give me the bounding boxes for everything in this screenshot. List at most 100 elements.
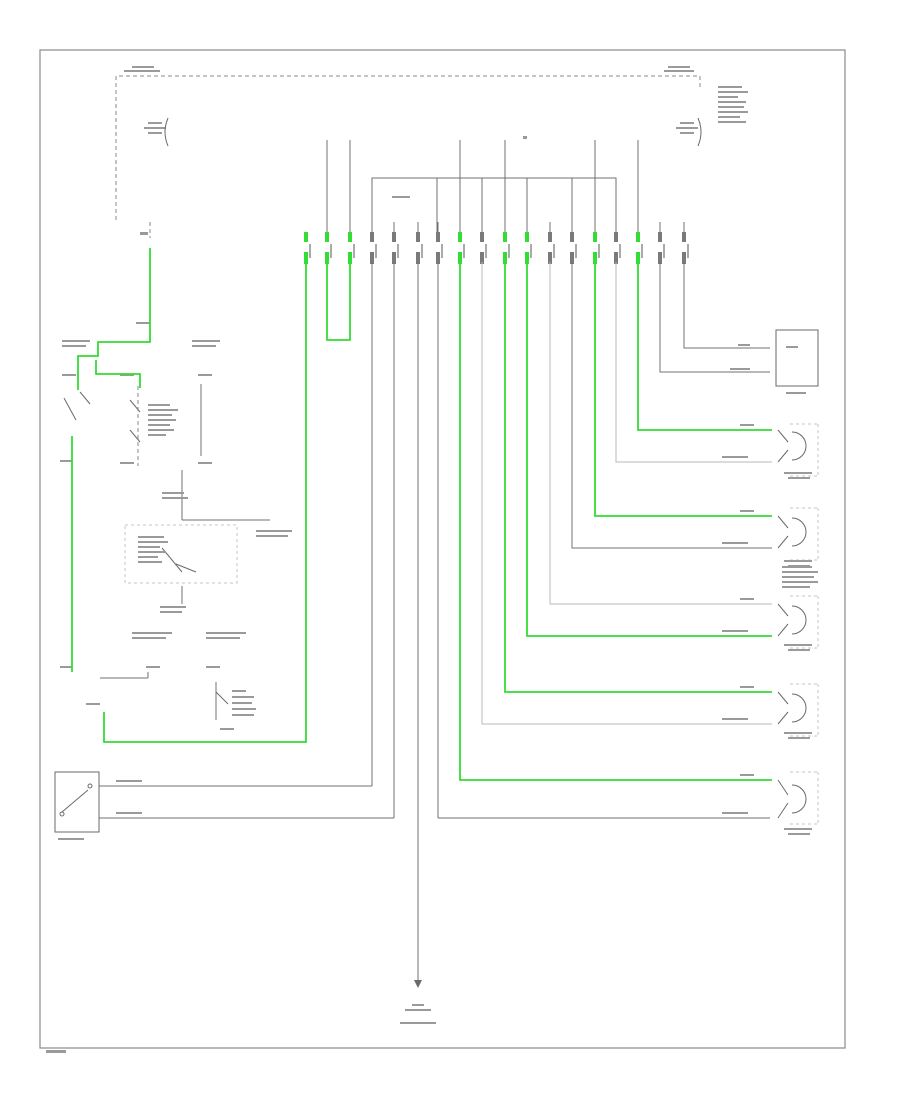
diagram-frame [39,49,846,1049]
lamp-3-note [782,581,818,583]
wire-lamp-2-ground [571,262,772,549]
connector-pin [636,252,640,264]
wire-code [740,774,754,776]
pin-label [641,244,643,258]
pin-label [441,244,443,258]
switch-assembly [60,232,292,730]
connector-pin [416,232,420,242]
connector-pin [304,252,308,264]
pin-label [508,244,510,258]
pin-label [663,244,665,258]
connector-pin [614,252,618,264]
lamp-3-note [782,586,810,588]
connector-pin [503,232,507,242]
lamp-housing [790,423,819,477]
lamp-caption [784,828,812,830]
connector-pin [503,252,507,264]
lamp-caption [788,737,810,739]
pin-label [375,244,377,258]
lamp-filament [777,515,789,549]
connector-pin [416,252,420,264]
lamp-housing [790,771,819,825]
connector-pin [570,252,574,264]
connector-pin [682,252,686,264]
wire-code [730,368,750,370]
connector-pin [348,252,352,264]
pin-label [485,244,487,258]
connector-top-stubs [326,136,639,232]
wire-clock-ground [659,262,770,373]
pin-label [421,244,423,258]
connector-pin [304,232,308,242]
pin-label [463,244,465,258]
lamp-3-note [782,571,818,573]
lamp-bulb-icon [791,517,807,547]
lamp-filament [777,691,789,725]
lamp-housing [790,507,819,561]
lamp-bulb-icon [791,693,807,723]
top-fuse-feed [115,66,748,220]
connector-pin [525,252,529,264]
wire-lamp-1-power [637,262,772,431]
wire-code [740,598,754,600]
ground-bus [371,177,617,232]
connector-pin [636,232,640,242]
lamp-filament [777,603,789,637]
connector-pin [548,252,552,264]
pin-label [530,244,532,258]
connector-pin [325,252,329,264]
connector-pin [548,232,552,242]
lamp-caption [788,649,810,651]
wire-lamp-4-ground [481,262,772,725]
bottom-left-switch [54,262,395,840]
lamp-bulb-icon [791,431,807,461]
connector-pin [348,232,352,242]
lamp-housing [790,595,819,649]
pin-label [330,244,332,258]
wire-lamp-3-power [526,262,772,637]
pin-label [353,244,355,258]
connector-pin [392,232,396,242]
page-mark [46,1050,66,1053]
connector-pin [392,252,396,264]
lamp-bulb-icon [791,784,807,814]
lamp-filament [777,779,789,819]
left-highlight-wires [71,248,351,743]
connector-pin [436,252,440,264]
connector-pin [570,232,574,242]
lamp-3-note [782,566,812,568]
wire-clock-power [683,262,770,349]
lamp-caption [784,560,812,562]
pin-label [553,244,555,258]
lamp-caption [784,644,812,646]
wire-code [722,812,748,814]
connector-pin [593,232,597,242]
wire-lamp-3-ground [549,262,772,605]
connector-pin [325,232,329,242]
lamp-housing [790,683,819,737]
connector-pins [304,222,689,264]
wire-code [722,542,748,544]
connector-pin [370,252,374,264]
lamp-bulb-icon [791,605,807,635]
wire-code [738,344,750,346]
lamp-caption [788,833,810,835]
right-wires [459,262,772,781]
connector-pin [480,232,484,242]
wire-code [722,630,748,632]
connector-pin [458,232,462,242]
wire-code [722,718,748,720]
lamp-3-note [782,576,814,578]
wire-code [722,456,748,458]
connector-pin [436,232,440,242]
pin-label [619,244,621,258]
wire-lamp-2-power [594,262,772,517]
connector-pin [370,232,374,242]
connector-pin [593,252,597,264]
wire-code [740,510,754,512]
lamp-caption [784,732,812,734]
lamp-filament [777,429,789,463]
connector-pin [658,232,662,242]
wire-lamp-5-power [459,262,772,781]
wire-code [740,686,754,688]
